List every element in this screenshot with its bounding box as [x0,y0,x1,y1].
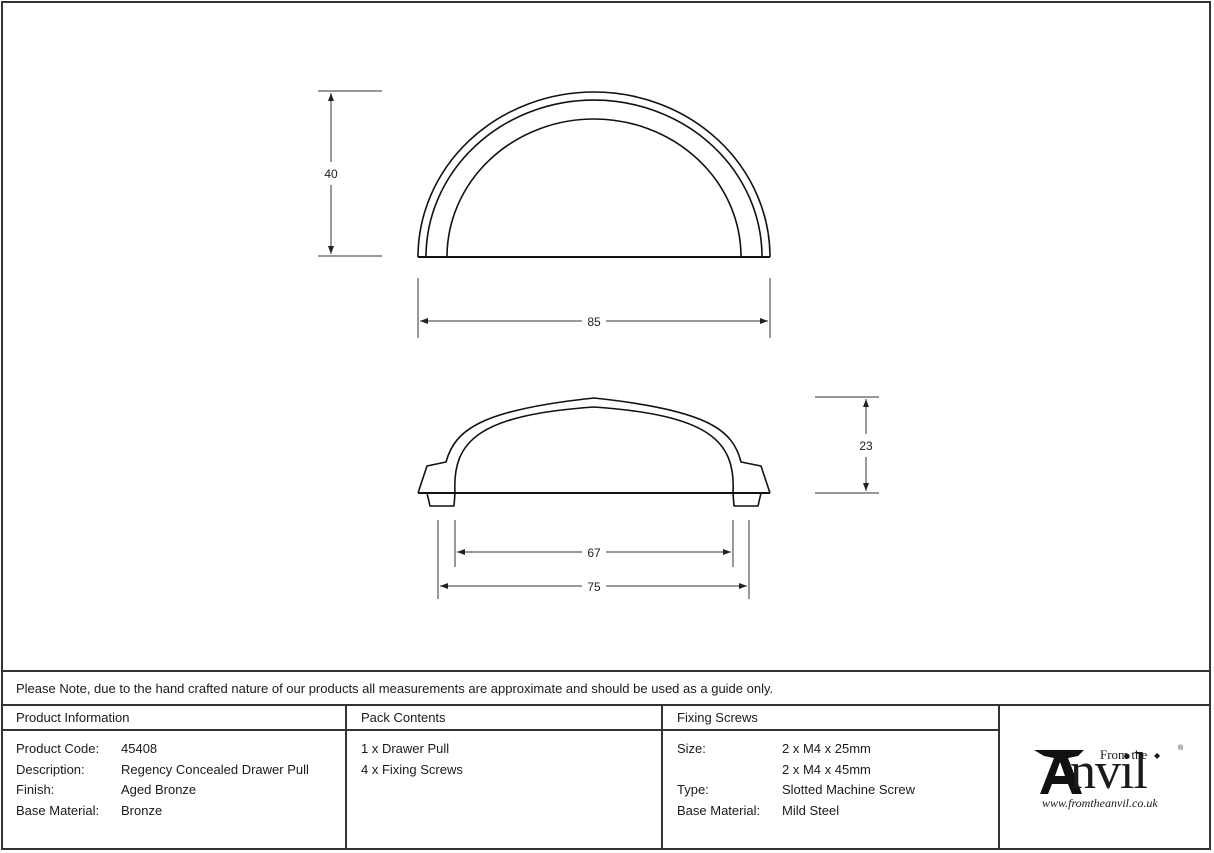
finish-label: Finish: [16,782,55,797]
base-material-label: Base Material: [16,802,100,818]
logo-brand: nvil [1070,743,1148,800]
pack-contents-panel: Pack Contents 1 x Drawer Pull 4 x Fixing… [347,706,663,850]
dim-67 [454,520,734,567]
screw-size-value-2: 2 x M4 x 45mm [782,761,871,777]
screw-size-label: Size: [677,741,706,756]
pack-item: 4 x Fixing Screws [361,761,463,777]
finish-value: Aged Bronze [121,782,197,797]
screw-type-row: Type: Slotted Machine Screw [677,780,998,801]
logo-from-the: From the [1100,747,1148,762]
diamond-icon: ◆ [1154,751,1161,760]
dim-23-label: 23 [859,439,873,453]
dim-40 [318,90,382,257]
product-code-label: Product Code: [16,741,100,756]
screw-size-row-2: 2 x M4 x 45mm [677,760,998,781]
dim-85 [417,278,771,338]
dim-23 [815,396,879,494]
description-label: Description: [16,761,85,777]
anvil-a-icon [1034,750,1084,794]
dim-75-label: 75 [587,580,601,594]
technical-drawing: 40 85 23 67 75 [318,90,879,599]
from-the-anvil-logo: From the ◆ nvil ® www.fromtheanvil.co.uk [1034,742,1184,814]
description-value: Regency Concealed Drawer Pull [121,761,309,777]
screw-size-row: Size: 2 x M4 x 25mm [677,739,998,760]
pack-item: 1 x Drawer Pull [361,741,450,756]
screw-material-row: Base Material: Mild Steel [677,801,998,822]
top-view [417,91,771,258]
fixing-screws-title: Fixing Screws [663,706,998,731]
product-code-value: 45408 [121,741,158,756]
dim-75 [437,520,750,599]
logo-url: www.fromtheanvil.co.uk [1042,796,1158,810]
finish-row: Finish: Aged Bronze [16,780,345,801]
registered-mark: ® [1178,745,1184,752]
screw-material-label: Base Material: [677,802,761,818]
measurement-note: Please Note, due to the hand crafted nat… [2,670,1210,706]
dim-67-label: 67 [587,546,601,560]
description-row: Description: Regency Concealed Drawer Pu… [16,760,345,781]
product-code-row: Product Code: 45408 [16,739,345,760]
product-information-panel: Product Information Product Code: 45408 … [2,706,347,850]
base-material-row: Base Material: Bronze [16,801,345,822]
dim-85-label: 85 [587,315,601,329]
product-information-title: Product Information [2,706,345,731]
screw-type-label: Type: [677,782,709,797]
screw-material-value: Mild Steel [782,802,840,818]
screw-size-value: 2 x M4 x 25mm [782,741,871,756]
fixing-screws-panel: Fixing Screws Size: 2 x M4 x 25mm 2 x M4… [663,706,1000,850]
pack-contents-title: Pack Contents [347,706,661,731]
base-material-value: Bronze [121,802,163,818]
screw-type-value: Slotted Machine Screw [782,782,915,797]
dim-40-label: 40 [324,167,338,181]
side-view [417,397,771,507]
